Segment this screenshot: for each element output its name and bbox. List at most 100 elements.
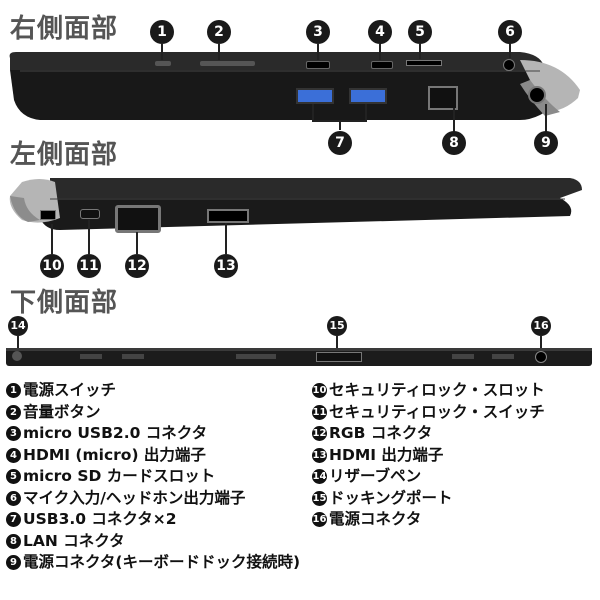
legend-number: 6 [6, 490, 21, 506]
legend-number: 10 [312, 383, 327, 399]
leader-15 [336, 336, 338, 348]
callout-6: 6 [498, 20, 522, 44]
leader-16 [540, 336, 542, 348]
callout-10: 10 [40, 254, 64, 278]
hdmi-port [207, 209, 249, 223]
callout-12: 12 [125, 254, 149, 278]
leader-7-b [365, 104, 367, 122]
bottom-vent-2 [122, 354, 144, 359]
callout-9: 9 [534, 131, 558, 155]
leader-13 [225, 223, 227, 254]
usb3-port-1 [296, 88, 334, 104]
leader-1 [161, 44, 163, 60]
leader-3 [317, 44, 319, 60]
section-title-left: 左側面部 [10, 140, 119, 170]
leader-6 [509, 44, 511, 58]
legend-number: 3 [6, 426, 21, 442]
bottom-vent-3 [236, 354, 276, 359]
lan-port [428, 86, 458, 110]
leader-9 [545, 104, 547, 132]
leader-4 [379, 44, 381, 60]
legend-label: ドッキングポート [329, 488, 453, 507]
reserve-pen [12, 351, 22, 361]
callout-15: 15 [327, 316, 347, 336]
callout-11: 11 [77, 254, 101, 278]
power-connector [535, 351, 547, 363]
callout-14: 14 [8, 316, 28, 336]
callout-8: 8 [442, 131, 466, 155]
legend-label: micro SD カードスロット [23, 467, 216, 485]
docking-port [316, 352, 362, 362]
callout-13: 13 [214, 254, 238, 278]
legend-number: 16 [312, 512, 327, 528]
legend-number: 11 [312, 404, 327, 420]
power-connector-dock [528, 86, 546, 104]
legend-label: HDMI (micro) 出力端子 [23, 445, 206, 464]
callout-3: 3 [306, 20, 330, 44]
security-lock-slot [40, 210, 56, 220]
security-lock-switch [80, 209, 100, 219]
callout-7: 7 [328, 131, 352, 155]
micro-hdmi-port [371, 61, 393, 69]
section-title-bottom: 下側面部 [10, 288, 119, 318]
callout-5: 5 [408, 20, 432, 44]
legend-label: USB3.0 コネクタ×2 [23, 510, 177, 528]
micro-usb-port [306, 61, 330, 69]
legend-label: リザーブペン [329, 467, 422, 485]
leader-11 [88, 220, 90, 254]
legend-label: マイク入力/ヘッドホン出力端子 [23, 488, 246, 507]
callout-4: 4 [368, 20, 392, 44]
legend-number: 4 [6, 447, 21, 463]
legend-label: 音量ボタン [23, 402, 101, 421]
callout-1: 1 [150, 20, 174, 44]
legend-label: micro USB2.0 コネクタ [23, 424, 208, 442]
left-side-device [9, 178, 582, 230]
bottom-vent-1 [80, 354, 102, 359]
bottom-side-device [6, 348, 592, 366]
volume-button [200, 61, 255, 66]
leader-14 [17, 336, 19, 348]
legend-number: 13 [312, 447, 327, 463]
legend-number: 15 [312, 490, 327, 506]
legend-label: セキュリティロック・スイッチ [329, 402, 545, 421]
legend-label: 電源コネクタ(キーボードドック接続時) [23, 553, 301, 571]
legend-number: 1 [6, 383, 21, 399]
usb3-port-2 [349, 88, 387, 104]
leader-7-a [312, 104, 314, 122]
legend-number: 9 [6, 555, 21, 571]
callout-16: 16 [531, 316, 551, 336]
legend-label: HDMI 出力端子 [329, 445, 444, 464]
rgb-connector [115, 205, 161, 233]
legend-label: RGB コネクタ [329, 424, 433, 442]
leader-7-d [339, 120, 341, 130]
legend-number: 14 [312, 469, 327, 485]
headphone-jack [503, 59, 515, 71]
power-button [155, 61, 171, 66]
callout-2: 2 [207, 20, 231, 44]
leader-8 [453, 108, 455, 132]
leader-2 [218, 44, 220, 60]
leader-12 [136, 232, 138, 254]
leader-5 [419, 44, 421, 59]
legend-number: 7 [6, 512, 21, 528]
leader-10 [51, 224, 53, 254]
bottom-vent-5 [492, 354, 514, 359]
legend-label: 電源スイッチ [23, 381, 117, 399]
legend-number: 2 [6, 404, 21, 420]
legend-label: 電源コネクタ [329, 510, 422, 528]
